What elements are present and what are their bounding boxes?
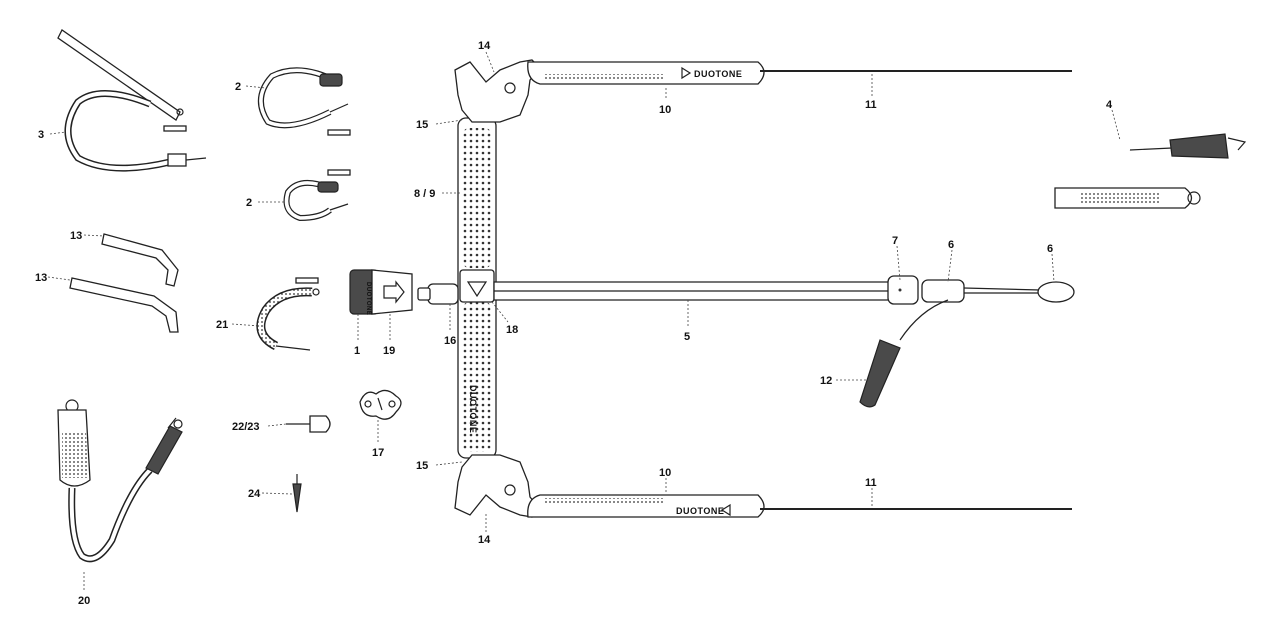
top-float-brand: DUOTONE — [694, 69, 742, 79]
callout-17: 17 — [372, 447, 384, 459]
part-21-loop — [256, 277, 320, 351]
callout-11-bottom: 11 — [865, 477, 877, 489]
top-bar-end — [454, 59, 541, 123]
callout-6-b: 6 — [1047, 243, 1053, 255]
part-2-loop-small — [283, 169, 351, 222]
callout-19: 19 — [383, 345, 395, 357]
callout-16: 16 — [444, 335, 456, 347]
depower-handle-line — [899, 299, 949, 341]
callout-8-9: 8 / 9 — [414, 188, 435, 200]
bar-center-triangle-icon — [466, 281, 488, 298]
part-2-loop-large — [258, 67, 351, 136]
callout-21: 21 — [216, 319, 228, 331]
part-13-pins — [69, 233, 179, 333]
bar-grip-texture-bottom — [463, 302, 491, 452]
callout-14-top: 14 — [478, 40, 491, 52]
leader-lines — [47, 51, 1121, 590]
depower-stopper — [887, 275, 919, 305]
callout-7: 7 — [892, 235, 898, 247]
callout-18: 18 — [506, 324, 518, 336]
svg-text:DUOTONE: DUOTONE — [365, 282, 371, 315]
part-24-tip — [292, 474, 302, 513]
bottom-float-brand: DUOTONE — [676, 506, 724, 516]
depower-cleat — [921, 279, 965, 303]
callout-11-top: 11 — [865, 99, 877, 111]
callout-10-top: 10 — [659, 104, 671, 116]
bar-grip-texture-top — [463, 128, 491, 268]
callout-15-bottom: 15 — [416, 460, 428, 472]
callout-24: 24 — [248, 488, 261, 500]
callout-15-top: 15 — [416, 119, 428, 131]
callout-20: 20 — [78, 595, 90, 607]
callout-22-23: 22/23 — [232, 421, 260, 433]
part-leash — [900, 113, 1247, 209]
bar-center-clamp — [459, 269, 495, 303]
callout-14-bottom: 14 — [478, 534, 491, 546]
bottom-bar-end — [454, 454, 541, 518]
part-3-loop — [57, 29, 207, 172]
part-22-23-stopper — [286, 415, 331, 433]
part-20-leash — [57, 399, 183, 563]
bar-assembly: DUOTONE DUOTONE DUOTONE — [417, 59, 1075, 518]
callout-3: 3 — [38, 129, 44, 141]
callout-5: 5 — [684, 331, 690, 343]
callout-1: 1 — [354, 345, 360, 357]
callout-2-a: 2 — [235, 81, 241, 93]
centre-line-swivel — [427, 283, 459, 305]
depower-ball — [1037, 281, 1075, 303]
callout-6-a: 6 — [948, 239, 954, 251]
callout-4: 4 — [1106, 99, 1113, 111]
callout-labels: 14 10 11 15 8 / 9 4 7 6 6 5 16 18 1 19 1… — [35, 40, 1113, 607]
callout-12: 12 — [820, 375, 832, 387]
callout-13-a: 13 — [70, 230, 82, 242]
part-1-quick-release: DUOTONE — [349, 269, 413, 315]
part-17-clip — [359, 389, 402, 420]
bar-brand-vertical: DUOTONE — [468, 385, 478, 433]
callout-2-b: 2 — [246, 197, 252, 209]
callout-13-b: 13 — [35, 272, 47, 284]
callout-10-bottom: 10 — [659, 467, 671, 479]
depower-handle — [859, 339, 901, 408]
